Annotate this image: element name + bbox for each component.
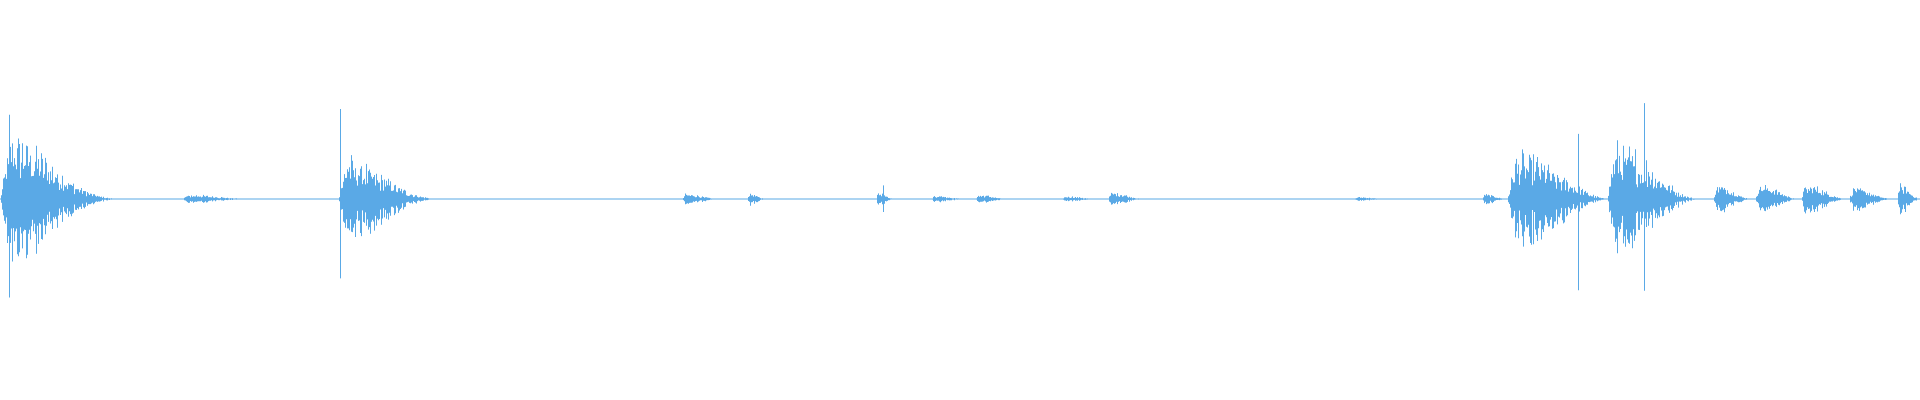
waveform-bars <box>1 103 1919 298</box>
